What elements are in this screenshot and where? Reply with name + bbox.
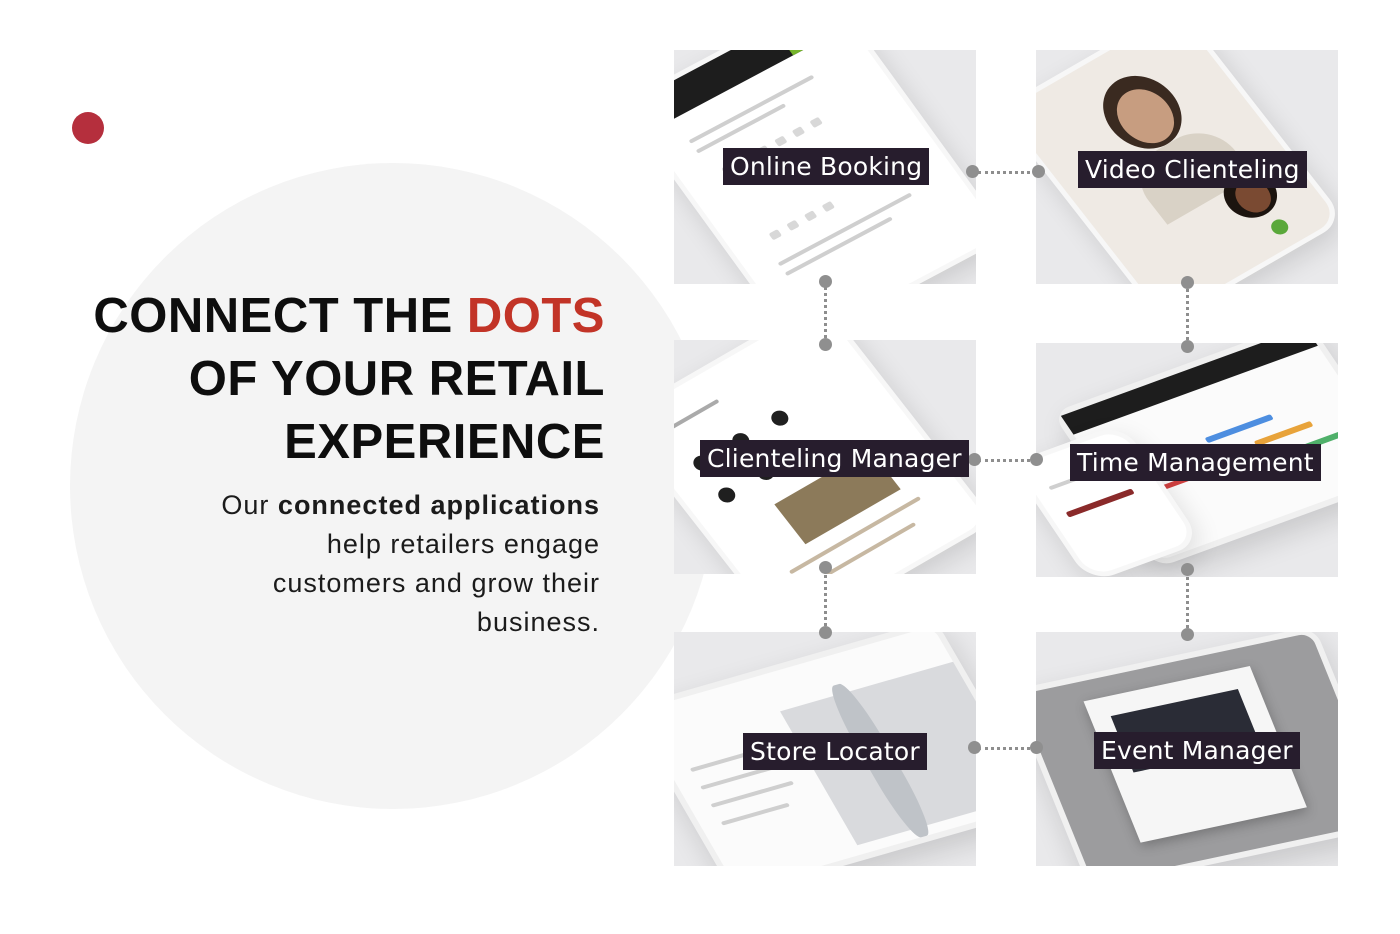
headline-line3: EXPERIENCE [284, 415, 605, 469]
subtext-lead: Our [221, 490, 278, 520]
calendar-cell [803, 210, 818, 222]
red-dot-decoration [72, 112, 104, 144]
connector-node [819, 338, 832, 351]
screen-line [720, 802, 791, 826]
headline-line1-prefix: CONNECT THE [93, 289, 467, 343]
connector-node [968, 741, 981, 754]
headline-line2: OF YOUR RETAIL [188, 352, 605, 406]
connector-vertical [1186, 283, 1189, 346]
screen-line [1065, 488, 1135, 518]
background-circle [70, 163, 716, 809]
headline-accent-dots: DOTS [466, 289, 605, 343]
subtext-line3: customers and grow their [272, 568, 600, 598]
calendar-cell [809, 116, 823, 129]
connector-node [819, 275, 832, 288]
screen-line [777, 192, 913, 267]
screen-line [784, 216, 893, 277]
connector-node [819, 561, 832, 574]
screen-header [674, 50, 850, 134]
connector-node [1181, 340, 1194, 353]
connector-horizontal [978, 171, 1036, 174]
subtext-line2: help retailers engage [326, 529, 600, 559]
label-clienteling-manager[interactable]: Clienteling Manager [700, 440, 969, 477]
call-icon [1267, 216, 1292, 238]
label-video-clienteling[interactable]: Video Clienteling [1078, 151, 1307, 188]
connector-horizontal [978, 459, 1036, 462]
connector-vertical [1186, 570, 1189, 634]
connector-node [1181, 276, 1194, 289]
calendar-cell [774, 135, 788, 147]
connector-node [1181, 628, 1194, 641]
connector-node [1181, 563, 1194, 576]
calendar-cell [768, 229, 783, 241]
connector-node [1030, 453, 1043, 466]
headline: CONNECT THE DOTS OF YOUR RETAIL EXPERIEN… [60, 285, 605, 474]
schedule-bar-orange [1253, 420, 1314, 447]
screen-header [1060, 343, 1318, 435]
menu-circle-icon [714, 484, 739, 506]
subtext: Our connected applications help retailer… [130, 486, 600, 642]
connector-vertical [824, 568, 827, 632]
connector-node [1030, 741, 1043, 754]
screen-line [674, 398, 720, 433]
label-online-booking[interactable]: Online Booking [723, 148, 930, 185]
connector-node [1032, 165, 1045, 178]
subtext-bold-applications: applications [430, 490, 600, 520]
subtext-bold-connected: connected [277, 490, 422, 520]
label-store-locator[interactable]: Store Locator [743, 733, 927, 770]
calendar-cell [786, 219, 800, 231]
connector-node [968, 453, 981, 466]
menu-circle-icon [767, 407, 792, 429]
connector-horizontal [978, 747, 1036, 750]
label-time-management[interactable]: Time Management [1070, 444, 1321, 481]
label-event-manager[interactable]: Event Manager [1094, 732, 1300, 769]
connector-vertical [824, 282, 827, 344]
calendar-cell [791, 126, 806, 138]
subtext-line4: business. [476, 607, 600, 637]
calendar-cell [821, 200, 836, 213]
connector-node [819, 626, 832, 639]
connector-node [966, 165, 979, 178]
